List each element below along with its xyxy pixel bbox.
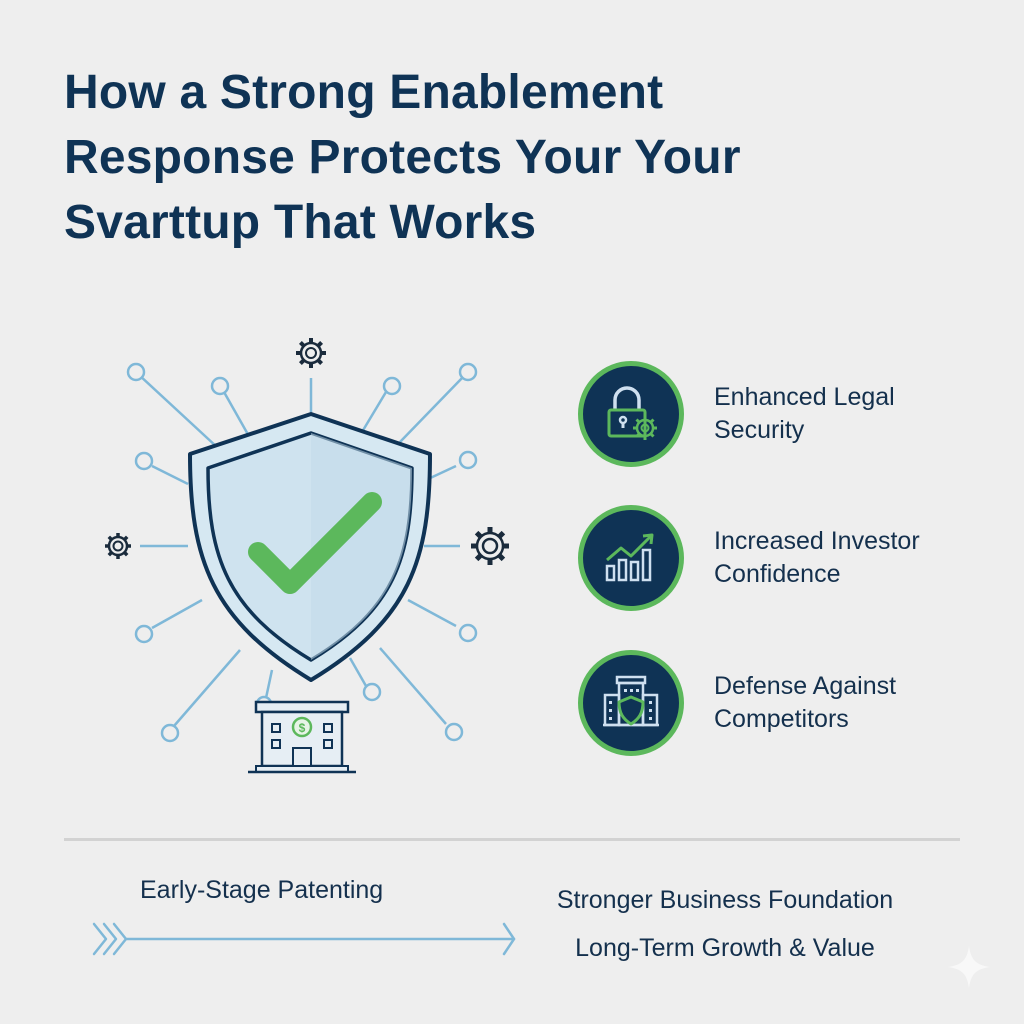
benefit-item-defense-competitors: Defense Against Competitors	[578, 648, 998, 758]
page-title: How a Strong Enablement Response Protect…	[64, 60, 944, 255]
flow-start-label: Early-Stage Patenting	[140, 876, 384, 904]
title-line-2: Response Protects Your Your	[64, 131, 741, 184]
benefit-label-line: Competitors	[714, 705, 849, 733]
network-lines	[126, 362, 478, 743]
title-line-3: Svarttup That Works	[64, 196, 537, 249]
gear-icon	[471, 527, 509, 565]
benefit-item-investor-confidence: Increased Investor Confidence	[578, 503, 998, 613]
flow-outcome-2: Long-Term Growth & Value	[575, 934, 875, 962]
shield-network-illustration: $	[90, 320, 530, 780]
benefit-label: Defense Against Competitors	[714, 670, 896, 736]
sparkle-icon	[946, 944, 992, 990]
bank-building-dollar-icon: $	[248, 700, 356, 774]
building-shield-icon	[578, 650, 684, 756]
chevron-arrow-right-icon	[90, 920, 520, 960]
lock-gear-icon	[578, 361, 684, 467]
growth-chart-icon	[578, 505, 684, 611]
benefit-label-line: Defense Against	[714, 672, 897, 700]
benefit-label: Enhanced Legal Security	[714, 381, 895, 447]
gear-icon	[105, 533, 131, 559]
svg-text:$: $	[299, 721, 306, 735]
benefit-label: Increased Investor Confidence	[714, 525, 920, 591]
shield-check-icon	[188, 412, 432, 682]
gear-icon	[296, 338, 326, 368]
title-line-1: How a Strong Enablement	[64, 66, 664, 119]
benefit-label-line: Increased Investor	[714, 527, 920, 555]
flow-outcomes: Stronger Business Foundation Long-Term G…	[520, 876, 930, 972]
benefit-item-legal-security: Enhanced Legal Security	[578, 359, 998, 469]
benefit-label-line: Confidence	[714, 560, 841, 588]
section-divider	[64, 838, 960, 841]
benefit-label-line: Enhanced Legal	[714, 383, 895, 411]
flow-outcome-1: Stronger Business Foundation	[556, 886, 894, 914]
benefit-label-line: Security	[714, 416, 805, 444]
